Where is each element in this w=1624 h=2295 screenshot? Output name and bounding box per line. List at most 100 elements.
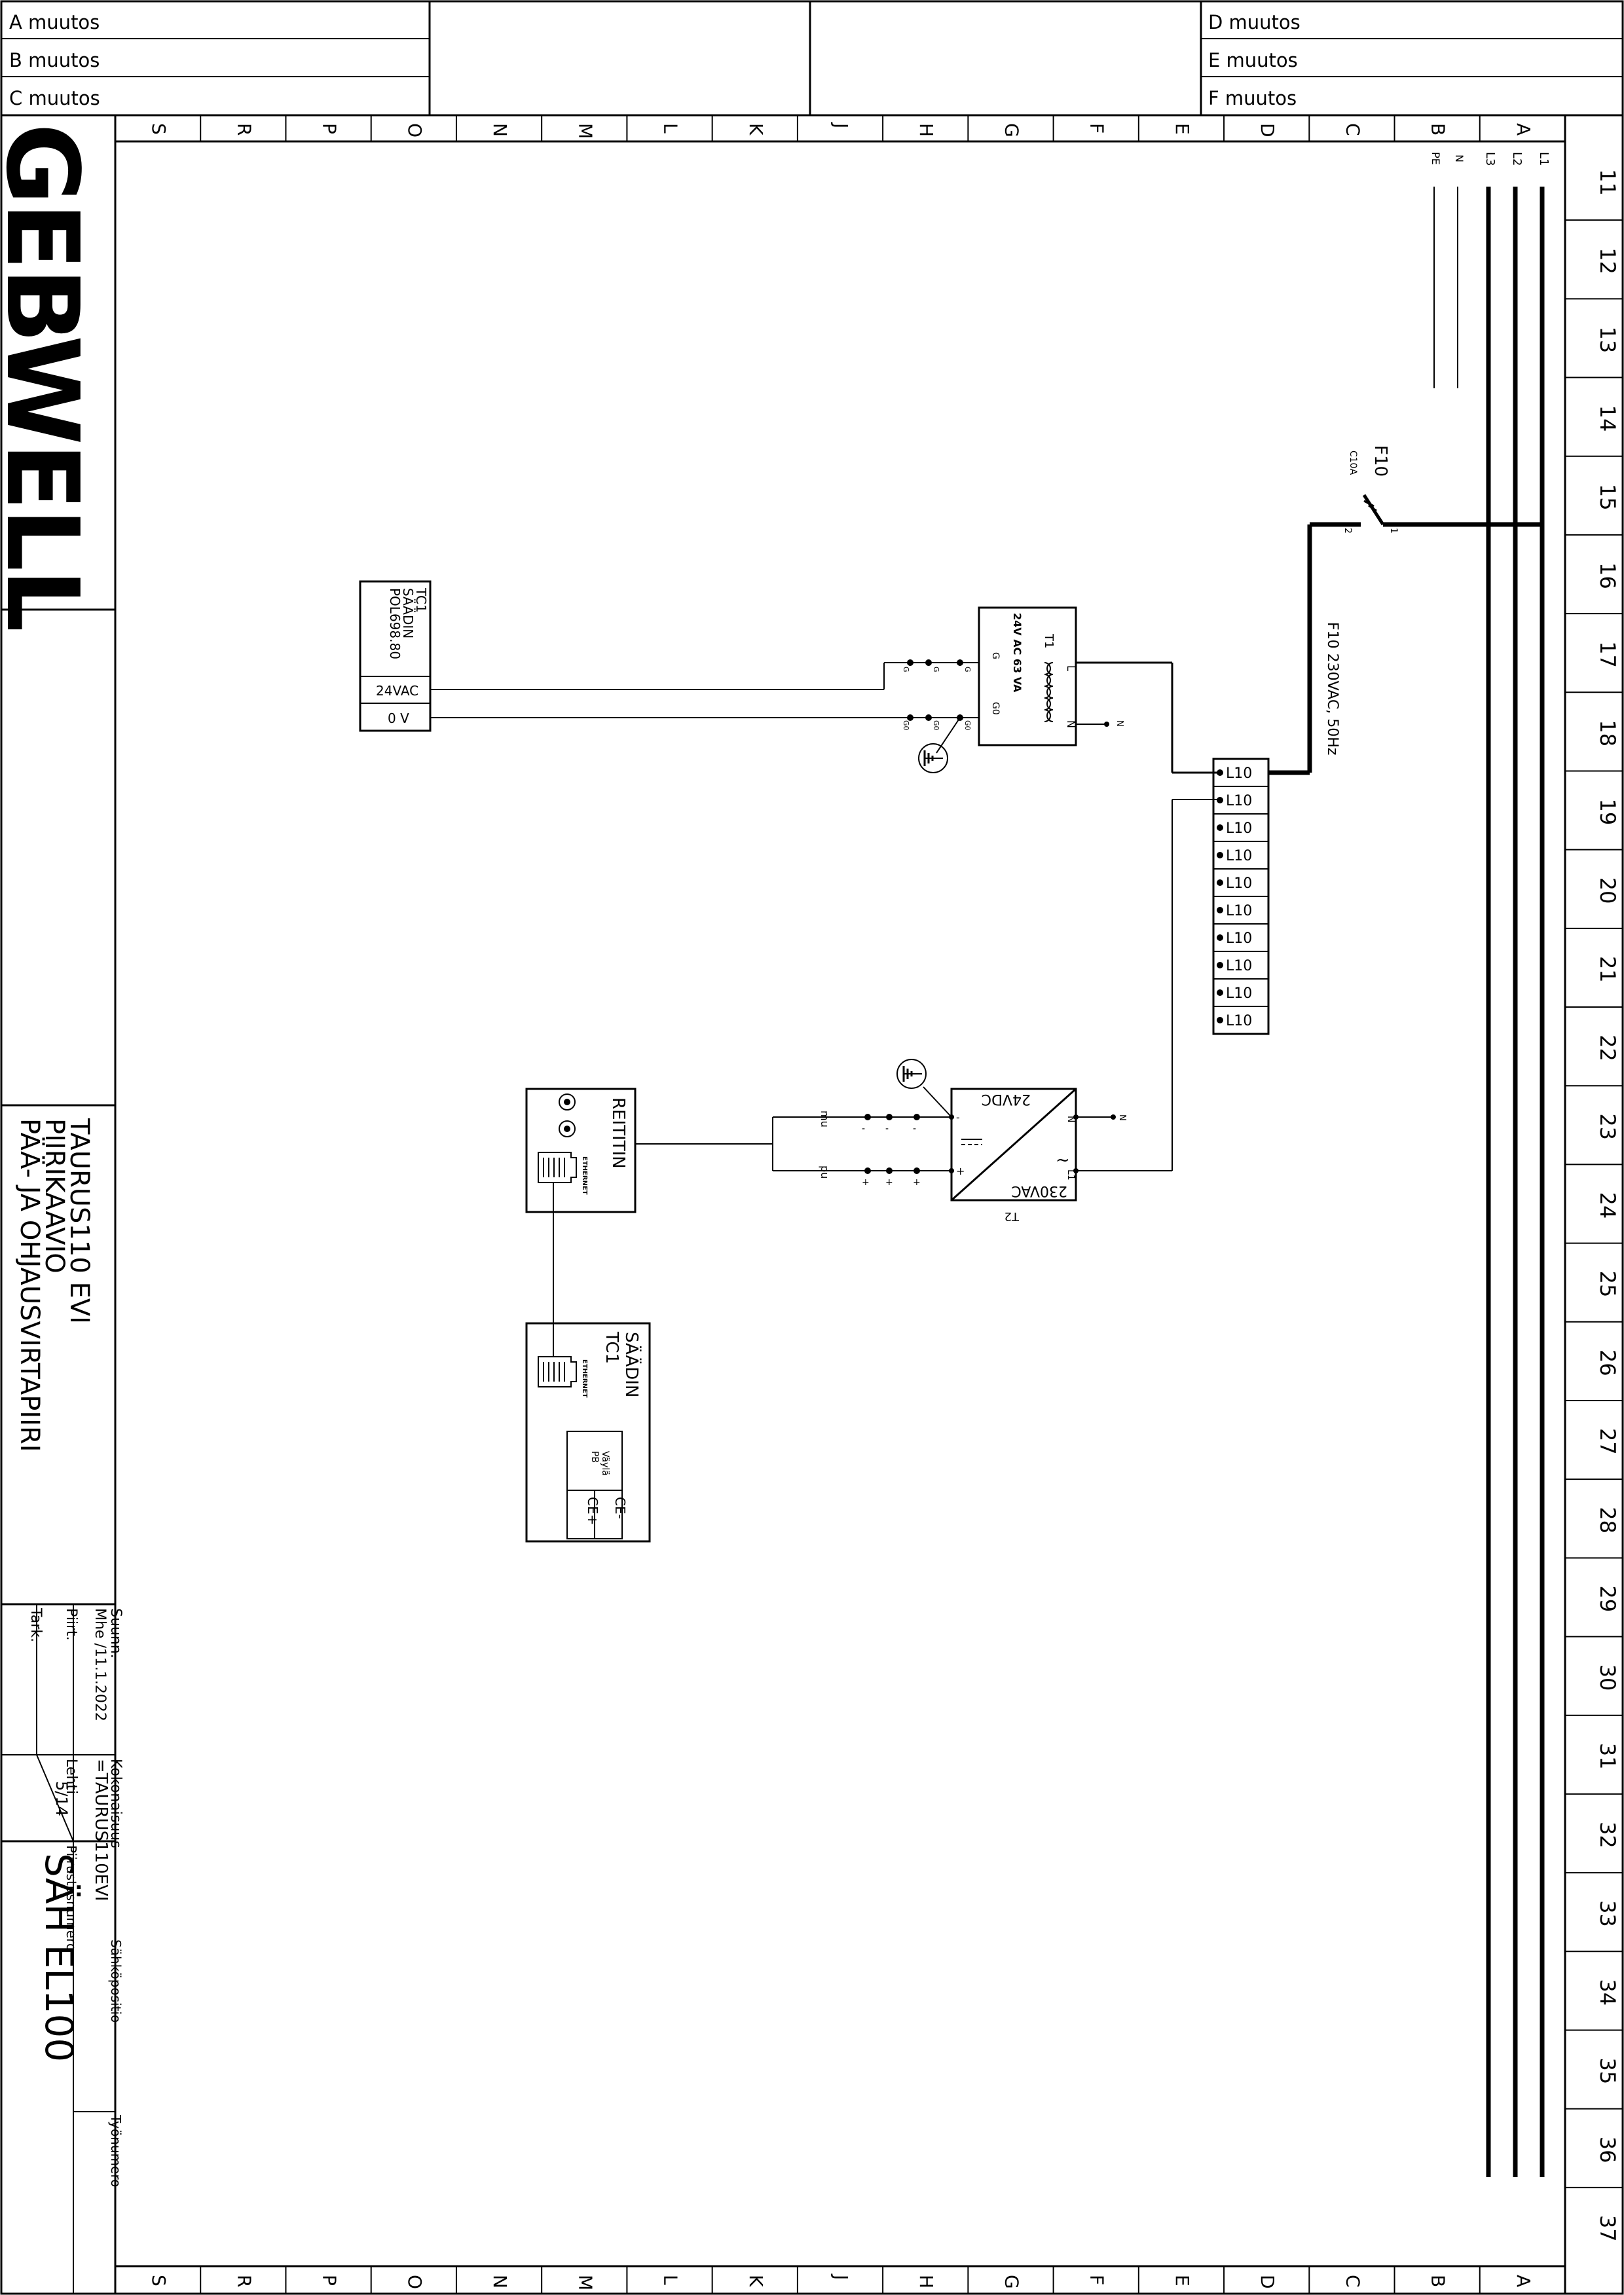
- lehti-label: Lehti: [63, 1759, 79, 1794]
- bus-label-n: N: [1453, 155, 1466, 162]
- controller2-ethernet-label: ETHERNET: [581, 1359, 588, 1398]
- transformer-g: G: [990, 652, 1001, 659]
- psu-out: 24VDC: [982, 1091, 1031, 1107]
- column-letter-top: A: [1513, 123, 1534, 136]
- controller2-pb: PB: [589, 1451, 600, 1463]
- row-number: 35: [1595, 2058, 1620, 2085]
- revision-d: D muutos: [1208, 11, 1301, 33]
- row-number: 22: [1595, 1035, 1620, 1061]
- revision-a: A muutos: [9, 11, 100, 33]
- column-letter-bottom: A: [1513, 2275, 1534, 2287]
- power-bus: L1 L2 L3 N PE: [1430, 152, 1551, 2177]
- tc1-pin-0v: 0 V: [388, 710, 409, 726]
- column-letter-top: O: [404, 123, 426, 138]
- transformer-n-terminal: N: [1115, 720, 1124, 727]
- column-letter-top: B: [1428, 123, 1449, 136]
- column-letter-top: M: [574, 123, 596, 139]
- transformer-rating: 24V AC 63 VA: [1011, 613, 1024, 693]
- column-letter-top: D: [1257, 123, 1278, 138]
- router-label: REITITIN: [608, 1097, 628, 1169]
- row-number: 19: [1595, 799, 1620, 826]
- psu-l: L1: [1065, 1169, 1076, 1181]
- lehti-value: 5/14: [52, 1781, 71, 1816]
- column-letter-top: S: [148, 123, 170, 135]
- controller2-label: SÄÄDIN: [621, 1332, 642, 1397]
- secondary-terminals: G G G G0 G0 G0: [431, 659, 979, 773]
- breaker-rating: C10A: [1348, 450, 1358, 475]
- company-logo: GEBWELL: [0, 123, 100, 629]
- column-letter-top: E: [1172, 123, 1193, 135]
- piirt-label: Piirt.: [63, 1608, 79, 1641]
- terminal-point: [1217, 962, 1223, 968]
- row-number: 11: [1595, 169, 1620, 196]
- terminal-g-2: G: [932, 667, 940, 672]
- tc1-line-3: POL698.80: [387, 588, 403, 659]
- row-number: 36: [1595, 2137, 1620, 2163]
- column-letter-bottom: K: [745, 2275, 767, 2287]
- column-letter-top: P: [319, 123, 341, 134]
- row-number: 12: [1595, 248, 1620, 274]
- psu-tag: T2: [1005, 1209, 1020, 1223]
- title-block: GEBWELL TAURUS110 EVI PIIRIKAAVIO PÄÄ- J…: [0, 123, 124, 2294]
- terminal-point: [1217, 907, 1223, 913]
- revision-b: B muutos: [9, 49, 100, 71]
- row-number: 27: [1595, 1428, 1620, 1455]
- column-letter-bottom: F: [1086, 2275, 1108, 2285]
- row-number: 17: [1595, 641, 1620, 668]
- controller2-ce-plus: CE+: [585, 1497, 600, 1525]
- terminal-point: [1217, 824, 1223, 831]
- column-letter-bottom: C: [1342, 2275, 1363, 2288]
- terminal-point: [1217, 769, 1223, 776]
- tyonumero-label: Työnumero: [108, 2114, 124, 2187]
- earth-symbol-2: [896, 1059, 927, 1089]
- column-letter-top: G: [1001, 123, 1022, 138]
- row-number: 15: [1595, 484, 1620, 511]
- row-number: 13: [1595, 326, 1620, 353]
- row-number: 24: [1595, 1192, 1620, 1219]
- transformer-l: L: [1065, 665, 1077, 671]
- row-number: 26: [1595, 1349, 1620, 1376]
- column-letter-top: N: [489, 123, 511, 137]
- row-number: 31: [1595, 1743, 1620, 1770]
- suunn-label: Suunn.: [107, 1608, 124, 1659]
- sahkopositio-label: Sähköpositio: [108, 1939, 124, 2023]
- tc1-line-1: TC1: [413, 587, 429, 613]
- ethernet-port-icon: [538, 1356, 577, 1387]
- breaker-f10: F10 C10A 1 2 F10 230VAC, 50Hz: [1269, 445, 1542, 775]
- psu-n: N: [1065, 1116, 1076, 1122]
- column-letter-top: J: [830, 122, 852, 128]
- breaker-tag: F10: [1371, 445, 1390, 477]
- column-letter-bottom: R: [233, 2275, 255, 2287]
- column-letter-top: K: [745, 123, 767, 136]
- term-plus-1: +: [862, 1177, 870, 1188]
- row-number: 20: [1595, 877, 1620, 904]
- column-letter-top: R: [233, 123, 255, 136]
- terminal-point: [1217, 989, 1223, 996]
- wire-pu: pu: [819, 1166, 831, 1179]
- revision-e: E muutos: [1208, 49, 1298, 71]
- psu-plus: +: [956, 1165, 965, 1177]
- column-letter-bottom: N: [489, 2275, 511, 2288]
- row-number: 18: [1595, 720, 1620, 746]
- controller2-vayla: Väylä: [600, 1451, 610, 1476]
- router-ethernet-label: ETHERNET: [581, 1156, 588, 1195]
- column-letter-bottom: E: [1172, 2275, 1193, 2286]
- controller2-tag: TC1: [602, 1331, 621, 1364]
- term-minus-1: -: [862, 1124, 865, 1134]
- transformer-tag: T1: [1042, 633, 1056, 648]
- column-letter-bottom: H: [915, 2275, 937, 2288]
- power-supply-t2: 24VDC 230VAC T2 ~ N L1 - + N - - - + +: [635, 799, 1218, 1223]
- bus-label-l2: L2: [1510, 152, 1524, 166]
- transformer-n: N: [1065, 720, 1077, 728]
- row-number: 29: [1595, 1585, 1620, 1612]
- column-letter-bottom: J: [830, 2273, 852, 2280]
- router: REITITIN ETHERNET: [525, 1088, 637, 1357]
- term-minus-3: -: [913, 1124, 916, 1134]
- terminal-label: L10: [1226, 903, 1252, 919]
- terminal-label: L10: [1226, 985, 1252, 1002]
- terminal-g0-3: G0: [963, 720, 972, 731]
